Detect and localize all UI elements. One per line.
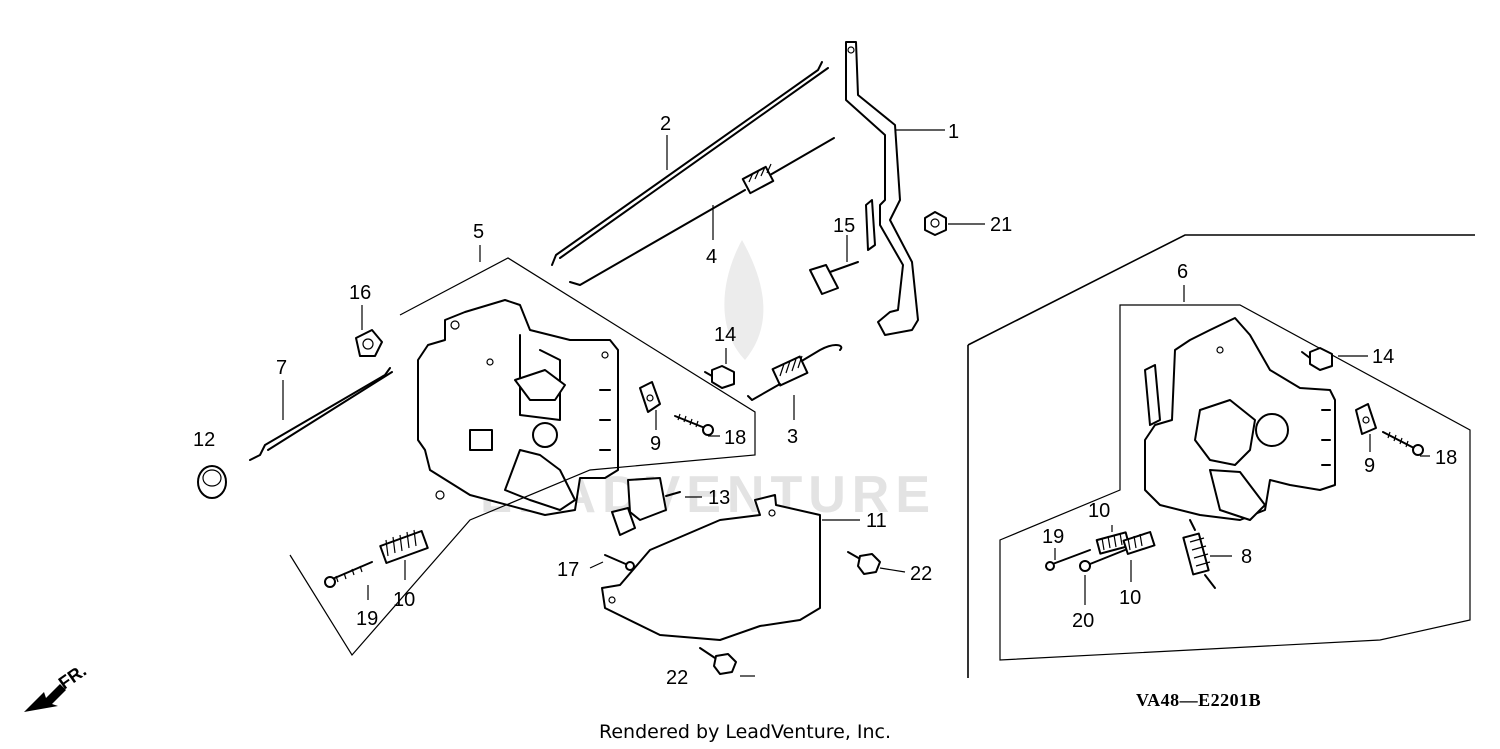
- part-18-screw-right[interactable]: [1382, 431, 1424, 456]
- part-19-bolt-left[interactable]: [324, 561, 373, 588]
- part-19-bolt-right[interactable]: [1045, 549, 1091, 571]
- callout-2: 2: [660, 113, 671, 135]
- part-9-clamp-left[interactable]: [639, 381, 661, 413]
- part-11-cover[interactable]: [601, 494, 821, 641]
- part-20-bolt[interactable]: [1079, 549, 1126, 572]
- callout-1: 1: [948, 121, 959, 143]
- part-16-clip[interactable]: [355, 329, 383, 357]
- part-14-bolt-right[interactable]: [1301, 347, 1333, 371]
- callout-16: 16: [349, 282, 371, 304]
- part-4-spring-rod[interactable]: [569, 137, 835, 286]
- part-15-bolt[interactable]: [809, 261, 859, 295]
- leader-lines: [282, 129, 1430, 677]
- callout-14-right: 14: [1372, 346, 1394, 368]
- callout-10-right-upper: 10: [1088, 500, 1110, 522]
- callout-5: 5: [473, 221, 484, 243]
- part-6-control-plate[interactable]: [1144, 317, 1336, 521]
- part-10-spring-right-lower[interactable]: [1122, 531, 1156, 555]
- part-13-switch[interactable]: [611, 477, 681, 536]
- callout-21: 21: [990, 214, 1012, 236]
- callout-6: 6: [1177, 261, 1188, 283]
- left-assembly-outline: [289, 257, 756, 657]
- part-8-spring[interactable]: [1182, 519, 1216, 589]
- callout-10-right-lower: 10: [1119, 587, 1141, 609]
- callout-7: 7: [276, 357, 287, 379]
- part-14-bolt-left[interactable]: [704, 365, 735, 389]
- front-arrow-icon: FR.: [24, 660, 90, 712]
- callout-11: 11: [866, 510, 887, 532]
- callout-9-right: 9: [1364, 455, 1375, 477]
- callout-22-lower: 22: [666, 667, 688, 689]
- part-21-nut[interactable]: [924, 211, 947, 236]
- callout-9-left: 9: [650, 433, 661, 455]
- callout-19-left: 19: [356, 608, 378, 630]
- callout-20: 20: [1072, 610, 1094, 632]
- diagram-code: VA48—E2201B: [1136, 690, 1261, 710]
- credit-text: Rendered by LeadVenture, Inc.: [599, 721, 891, 743]
- part-7-rod[interactable]: [249, 367, 393, 461]
- part-9-clamp-right[interactable]: [1355, 403, 1377, 435]
- part-22-bolt-lower[interactable]: [699, 647, 737, 675]
- part-2-rod[interactable]: [551, 61, 829, 266]
- callout-12: 12: [193, 429, 215, 451]
- right-inset-frame: [967, 234, 1475, 678]
- part-3-spring[interactable]: [747, 344, 843, 401]
- part-10-spring-left[interactable]: [379, 529, 429, 564]
- callout-19-right: 19: [1042, 526, 1064, 548]
- callout-labels: 1 2 3 4 5 6 7 8 9 9 10 10 10 11 12 13 14…: [193, 113, 1457, 689]
- part-5-control-plate[interactable]: [417, 299, 619, 516]
- callout-17: 17: [557, 559, 579, 581]
- part-22-bolt-upper[interactable]: [847, 551, 881, 575]
- part-1-lever[interactable]: [845, 41, 919, 336]
- callout-18-left: 18: [724, 427, 746, 449]
- callout-3: 3: [787, 426, 798, 448]
- callout-8: 8: [1241, 546, 1252, 568]
- callout-4: 4: [706, 246, 717, 268]
- callout-10-left: 10: [393, 589, 415, 611]
- part-12-grommet[interactable]: [197, 465, 227, 499]
- part-17-screw[interactable]: [604, 554, 635, 571]
- callout-18-right: 18: [1435, 447, 1457, 469]
- callout-22-upper: 22: [910, 563, 932, 585]
- part-18-screw-left[interactable]: [674, 413, 714, 436]
- callout-14-left: 14: [714, 324, 736, 346]
- callout-13: 13: [708, 487, 730, 509]
- callout-15: 15: [833, 215, 855, 237]
